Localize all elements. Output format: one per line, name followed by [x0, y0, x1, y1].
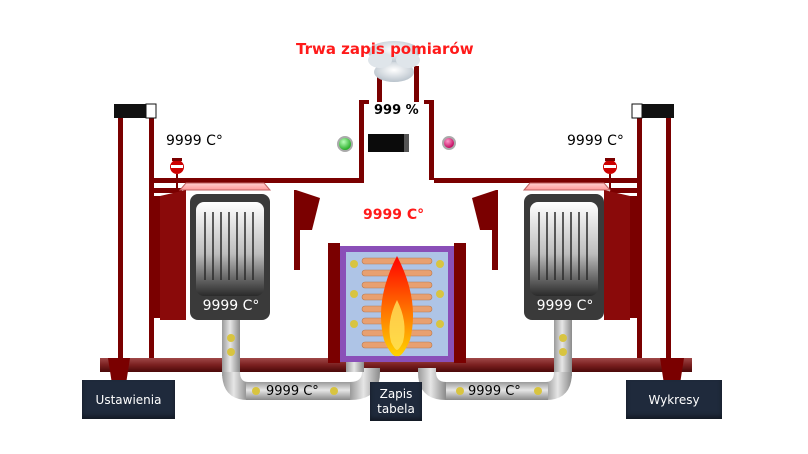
recording-status: Trwa zapis pomiarów [296, 40, 474, 58]
chimney-percent: 999 % [374, 103, 419, 118]
left-thermometer-temp: 9999 C° [166, 133, 223, 149]
left-pipe-temp: 9999 C° [266, 384, 319, 399]
left-thermometer-icon [170, 158, 184, 190]
charts-button[interactable]: Wykresy [626, 380, 722, 419]
save-table-label-line1: Zapis [379, 386, 413, 401]
right-hood [472, 182, 640, 320]
base-rail [100, 358, 692, 384]
flame-icon [380, 256, 414, 357]
left-hood [150, 182, 320, 320]
smoke-icon [368, 41, 420, 82]
right-thermometer-icon [603, 158, 617, 190]
left-tank [190, 194, 270, 320]
flow-arrows [227, 334, 567, 395]
right-tank [524, 194, 604, 320]
save-table-label-line2: tabela [377, 401, 415, 416]
status-led-red [442, 136, 456, 150]
chimney [359, 66, 434, 180]
charts-button-label: Wykresy [648, 392, 700, 407]
save-table-button[interactable]: Zapis tabela [370, 382, 422, 421]
left-tank-temp: 9999 C° [202, 298, 260, 314]
chamber-temp: 9999 C° [363, 207, 425, 223]
status-led-green [337, 136, 353, 152]
right-pipe-temp: 9999 C° [468, 384, 521, 399]
right-thermometer-temp: 9999 C° [567, 133, 624, 149]
settings-button-label: Ustawienia [95, 392, 162, 407]
settings-button[interactable]: Ustawienia [82, 380, 175, 419]
right-tank-temp: 9999 C° [536, 298, 594, 314]
